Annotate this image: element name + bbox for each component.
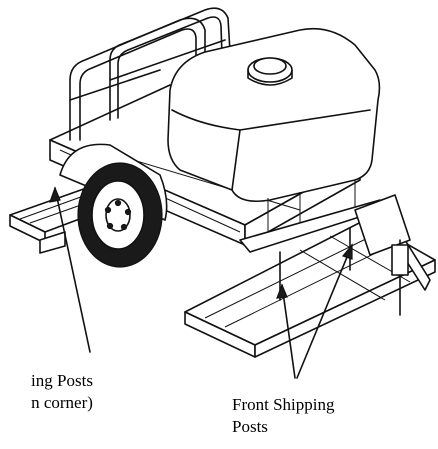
spray-tank [167,27,381,235]
rear-shipping-posts-label: ing Posts n corner) [0,370,142,414]
callout-arrows [49,186,353,379]
rear-label-line-2: n corner) [31,393,93,412]
roll-cage [69,7,231,141]
front-label-line-2: Posts [232,417,268,436]
rear-label-line-1: ing Posts [31,371,93,390]
front-shipping-posts-label: Front Shipping Posts [232,394,335,438]
trailer-wheel [59,143,168,268]
trailer-tongue [239,194,431,316]
front-label-line-1: Front Shipping [232,395,335,414]
